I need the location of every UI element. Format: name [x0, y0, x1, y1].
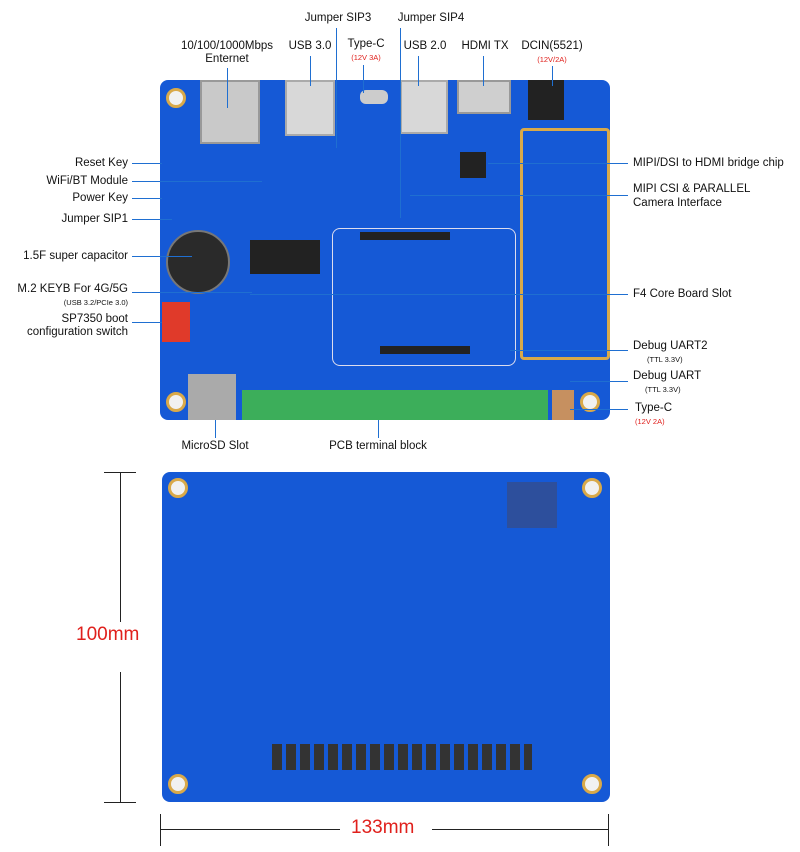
boot-switch [162, 302, 190, 342]
label-mipi-csi-2: Camera Interface [633, 197, 722, 209]
typec-right-port [552, 390, 574, 420]
label-typec-right: Type-C(12V 2A) [635, 402, 673, 426]
bridge-chip [460, 152, 486, 178]
rear-components-row [272, 744, 532, 770]
label-power-key: Power Key [72, 192, 128, 204]
super-capacitor [166, 230, 230, 294]
rear-ethernet-shadow [507, 482, 557, 528]
label-terminal-block: PCB terminal block [329, 440, 427, 452]
dimension-height: 100mm [76, 624, 140, 645]
core-connector-top [360, 232, 450, 240]
power-module-area [520, 128, 610, 360]
microsd-slot [188, 374, 236, 420]
terminal-block [242, 390, 548, 420]
dcin-jack [528, 80, 564, 120]
label-ethernet-1: 10/100/1000Mbps [180, 40, 274, 52]
label-boot-switch-1: SP7350 boot [61, 313, 128, 325]
label-reset-key: Reset Key [74, 157, 128, 169]
label-jumper-sip4: Jumper SIP4 [397, 12, 465, 24]
carrier-board-back [162, 472, 610, 802]
label-ethernet-2: Enternet [205, 53, 249, 65]
label-super-capacitor: 1.5F super capacitor [23, 250, 128, 262]
label-hdmi: HDMI TX [461, 40, 509, 52]
ethernet-port [200, 80, 260, 144]
usb2-port [400, 80, 448, 134]
label-typec-top: Type-C(12V 3A) [347, 38, 385, 62]
label-debug-uart: Debug UART(TTL 3.3V) [633, 370, 702, 394]
label-usb2: USB 2.0 [403, 40, 447, 52]
core-connector-bottom [380, 346, 470, 354]
label-microsd: MicroSD Slot [181, 440, 249, 452]
label-usb3: USB 3.0 [288, 40, 332, 52]
label-wifi-bt: WiFi/BT Module [46, 175, 128, 187]
core-board-slot [332, 228, 516, 366]
label-core-slot: F4 Core Board Slot [633, 288, 732, 300]
label-jumper-sip3: Jumper SIP3 [304, 12, 372, 24]
typec-port [360, 90, 388, 104]
carrier-board-front [160, 80, 610, 420]
label-mipi-csi-1: MIPI CSI & PARALLEL [633, 183, 751, 195]
label-mipi-dsi: MIPI/DSI to HDMI bridge chip [633, 157, 784, 169]
dimension-width: 133mm [351, 817, 415, 838]
label-m2: M.2 KEYB For 4G/5G(USB 3.2/PCIe 3.0) [17, 283, 128, 307]
usb3-port [285, 80, 335, 136]
label-jumper-sip1: Jumper SIP1 [61, 213, 128, 225]
m2-slot [250, 240, 320, 274]
label-boot-switch-2: configuration switch [27, 326, 128, 338]
label-dcin: DCIN(5521)(12V/2A) [521, 40, 583, 64]
label-debug-uart2: Debug UART2(TTL 3.3V) [633, 340, 708, 364]
hdmi-port [457, 80, 511, 114]
